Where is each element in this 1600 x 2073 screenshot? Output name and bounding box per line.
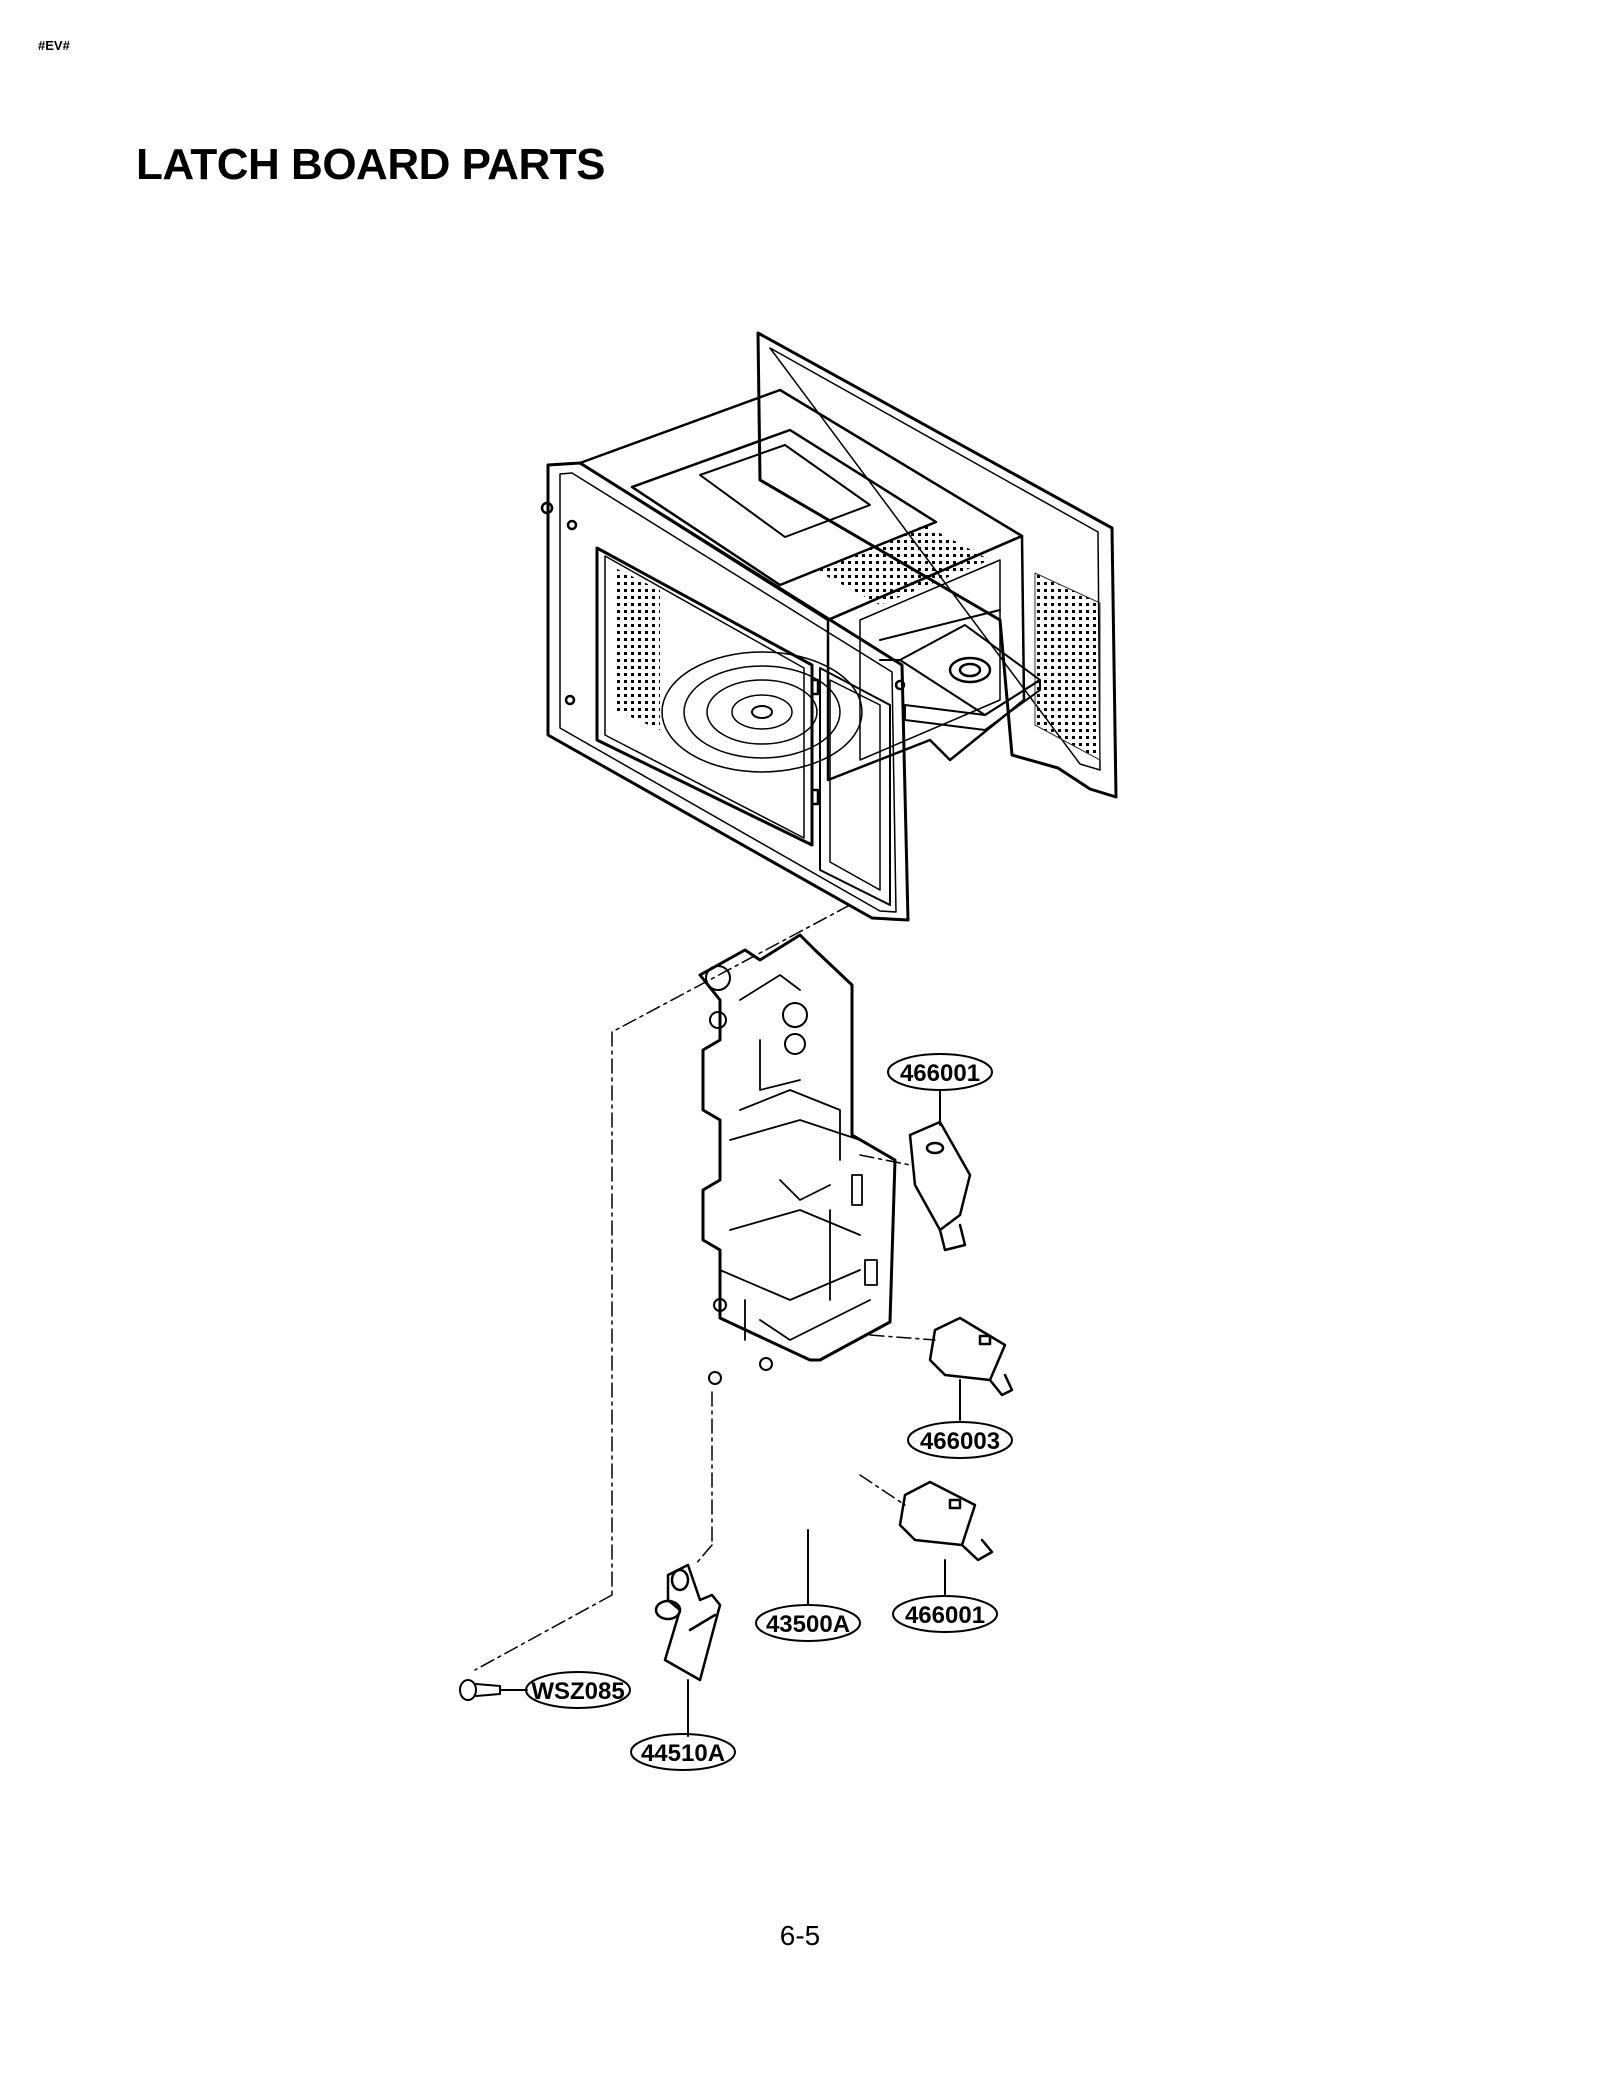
latch-board-part <box>698 933 897 1385</box>
callout-44510A: 44510A <box>630 1733 736 1771</box>
callout-43500A: 43500A <box>755 1604 861 1642</box>
callout-label: WSZ085 <box>531 1678 624 1705</box>
switch-bottom-part <box>898 1480 994 1562</box>
turntable <box>661 651 863 773</box>
page-title: LATCH BOARD PARTS <box>136 140 605 189</box>
callout-466003: 466003 <box>907 1421 1013 1459</box>
lever-part <box>654 1563 722 1682</box>
assembly-lines <box>474 904 936 1671</box>
switch-top-part <box>908 1120 972 1252</box>
callout-label: 44510A <box>641 1740 725 1767</box>
callout-466001-top: 466001 <box>887 1053 993 1091</box>
switch-middle-part <box>928 1316 1014 1397</box>
page-number: 6-5 <box>779 1920 821 1951</box>
screw-part <box>459 1679 501 1701</box>
callout-466001-bottom: 466001 <box>892 1595 998 1633</box>
callout-WSZ085: WSZ085 <box>525 1671 631 1709</box>
callout-label: 466001 <box>905 1602 985 1629</box>
callout-label: 466001 <box>900 1060 980 1087</box>
callout-label: 466003 <box>920 1428 1000 1455</box>
callout-label: 43500A <box>766 1611 850 1638</box>
rear-vent-grid <box>1034 572 1101 761</box>
document-tag: #EV# <box>38 38 70 53</box>
oven-cavity-assembly <box>540 331 1118 922</box>
leader-lines <box>499 1089 961 1737</box>
